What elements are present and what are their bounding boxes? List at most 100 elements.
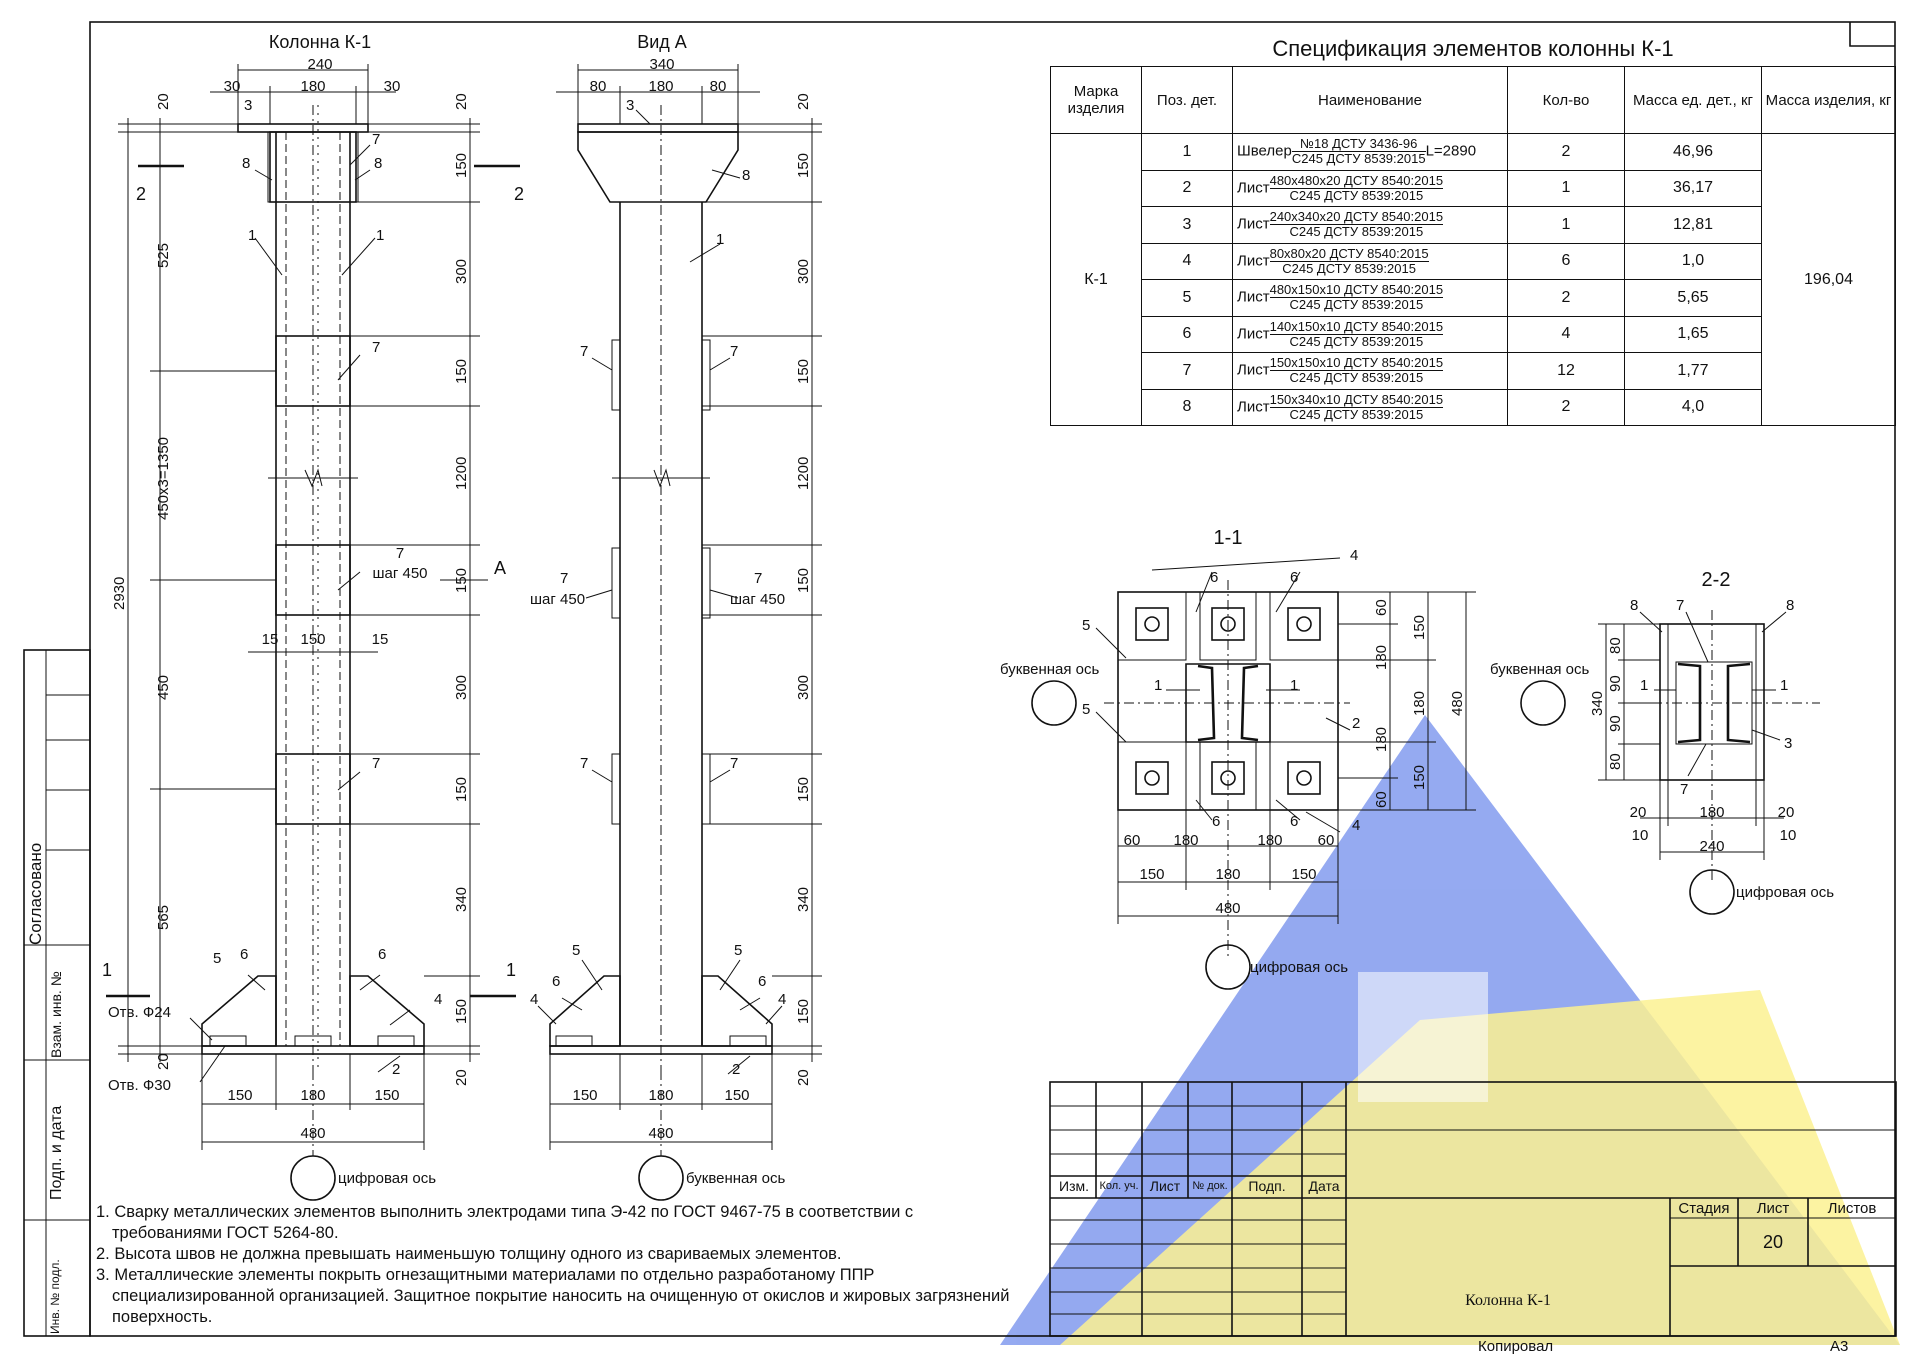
section-2-2: 2-2 <box>1520 569 1820 915</box>
spec-header: Наименование <box>1232 66 1508 134</box>
spec-name-bottom: С245 ДСТУ 8539:2015 <box>1289 224 1424 240</box>
dim-label: 340 <box>1589 691 1606 716</box>
dim-label: 60 <box>1373 599 1390 616</box>
part-label: 6 <box>1290 569 1298 586</box>
column-right-dims: 20 150 300 150 1200 150 300 150 340 150 … <box>453 93 470 1086</box>
stamp-inv: Инв. № подл. <box>48 1259 62 1334</box>
column-view: Колонна К-1 <box>106 32 520 1201</box>
part-label: 4 <box>434 991 442 1008</box>
tb-col-header: № док. <box>1192 1180 1228 1192</box>
part-label: 1 <box>1154 677 1162 694</box>
spec-mass: 1,77 <box>1624 352 1762 390</box>
dim-label: 180 <box>1411 691 1428 716</box>
dim-label: 180 <box>1373 645 1390 670</box>
spec-qty: 1 <box>1507 169 1625 207</box>
part-label: 4 <box>778 991 786 1008</box>
spec-qty: 12 <box>1507 352 1625 390</box>
part-label: 8 <box>742 167 750 184</box>
dim-label: 30 <box>384 78 401 95</box>
spec-total-mass: 196,04 <box>1761 133 1896 426</box>
spec-mass: 5,65 <box>1624 279 1762 317</box>
spec-name-prefix: Лист <box>1237 398 1270 416</box>
spec-name-top: 80х80х20 ДСТУ 8540:2015 <box>1269 245 1429 262</box>
part-label: 4 <box>1352 817 1360 834</box>
tb-col-header: Лист <box>1149 1178 1181 1194</box>
spec-qty: 4 <box>1507 315 1625 353</box>
dim-label: 80 <box>1607 753 1624 770</box>
spec-name-top: 480х480х20 ДСТУ 8540:2015 <box>1269 172 1444 189</box>
dim-label: 150 <box>795 999 812 1024</box>
part-label: 6 <box>758 973 766 990</box>
spec-name-suffix: L=2890 <box>1425 142 1477 160</box>
tb-format: А3 <box>1830 1338 1849 1355</box>
part-label: 8 <box>1630 597 1638 614</box>
step-label: шаг 450 <box>372 565 427 582</box>
dim-label: 80 <box>710 78 727 95</box>
dim-label: 90 <box>1607 675 1624 692</box>
watermark-window <box>1358 972 1488 1102</box>
spec-mass: 12,81 <box>1624 206 1762 244</box>
part-label: 7 <box>396 545 404 562</box>
column-view-labels: 240 30 180 30 3 7 8 8 1 1 7 7 шаг 450 7 … <box>102 56 524 1187</box>
spec-name-top: 240х340х20 ДСТУ 8540:2015 <box>1269 209 1444 226</box>
dim-label: 15 <box>262 631 279 648</box>
spec-name-prefix: Лист <box>1237 361 1270 379</box>
spec-pos: 1 <box>1141 133 1233 171</box>
hole-label: Отв. Ф24 <box>108 1004 171 1021</box>
dim-label: 150 <box>453 999 470 1024</box>
hole-label: Отв. Ф30 <box>108 1077 171 1094</box>
part-label: 7 <box>1676 597 1684 614</box>
dim-label: 150 <box>227 1087 252 1104</box>
tb-stage-header: Лист <box>1756 1200 1790 1217</box>
part-label: 7 <box>580 755 588 772</box>
spec-pos: 3 <box>1141 206 1233 244</box>
dim-label: 20 <box>453 1069 470 1086</box>
title-block-lines <box>1049 1081 1897 1337</box>
spec-header: Поз. дет. <box>1141 66 1233 134</box>
part-label: 2 <box>1352 715 1360 732</box>
spec-qty: 2 <box>1507 133 1625 171</box>
spec-table: Марка изделия Поз. дет. Наименование Кол… <box>1050 66 1896 426</box>
spec-name-prefix: Лист <box>1237 179 1270 197</box>
dim-label: 150 <box>795 359 812 384</box>
sheet-frame <box>23 21 1896 1337</box>
dim-label: 150 <box>795 777 812 802</box>
dim-label: 180 <box>648 78 673 95</box>
dim-label: 300 <box>453 259 470 284</box>
watermark-logo <box>1000 715 1900 1345</box>
dim-label: 180 <box>1215 866 1240 883</box>
spec-pos: 4 <box>1141 242 1233 280</box>
tb-copied: Копировал <box>1478 1338 1554 1355</box>
dim-label: 20 <box>1630 804 1647 821</box>
spec-header-row: Марка изделия Поз. дет. Наименование Кол… <box>1050 66 1896 134</box>
dim-label: 150 <box>1139 866 1164 883</box>
spec-name-prefix: Лист <box>1237 325 1270 343</box>
dim-label: 480 <box>300 1125 325 1142</box>
dim-label: 450х3=1350 <box>155 437 172 520</box>
part-label: 5 <box>734 942 742 959</box>
note-item: 1. Сварку металлических элементов выполн… <box>96 1203 914 1242</box>
part-label: 3 <box>1784 735 1792 752</box>
stamp-vzam: Взам. инв. № <box>48 971 64 1058</box>
section-mark: 2 <box>514 184 524 204</box>
spec-header: Кол-во <box>1507 66 1625 134</box>
spec-name-prefix: Лист <box>1237 215 1270 233</box>
dim-label: 20 <box>795 1069 812 1086</box>
tb-col-header: Изм. <box>1059 1178 1089 1194</box>
dim-label: 30 <box>224 78 241 95</box>
axis-label: цифровая ось <box>338 1170 436 1187</box>
section-title: 2-2 <box>1702 569 1731 591</box>
spec-name-bottom: С245 ДСТУ 8539:2015 <box>1289 187 1424 203</box>
dim-label: 565 <box>155 905 172 930</box>
dim-label: 10 <box>1780 827 1797 844</box>
dim-label: 1200 <box>795 457 812 490</box>
dim-label: 180 <box>1173 832 1198 849</box>
dim-label: 180 <box>300 1087 325 1104</box>
dim-label: 340 <box>795 887 812 912</box>
